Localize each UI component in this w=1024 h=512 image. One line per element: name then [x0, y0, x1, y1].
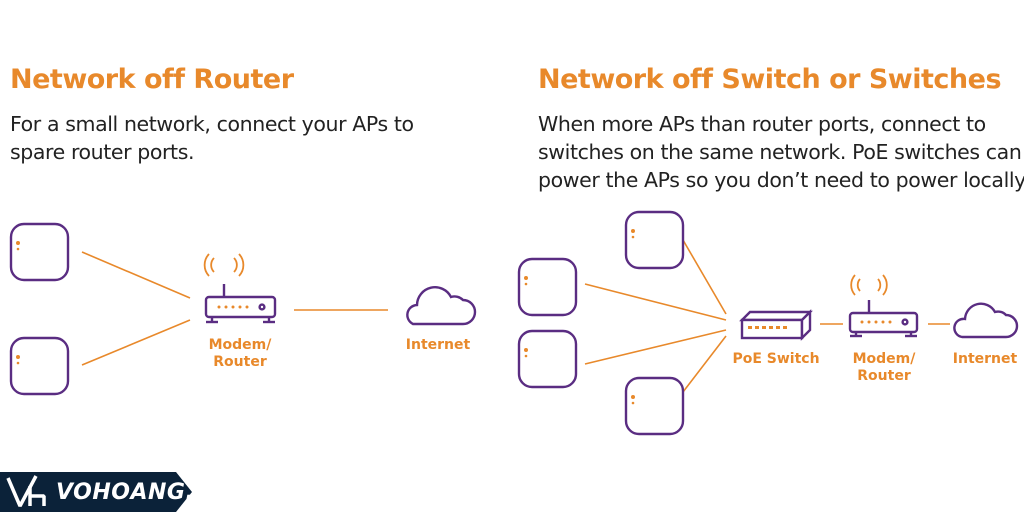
right-description: When more APs than router ports, connect…: [538, 110, 1024, 194]
router-icon: [848, 274, 919, 338]
left-router-label-line: Modem/: [208, 337, 272, 353]
right-description-line: power the APs so you don’t need to power…: [538, 168, 1024, 192]
left-router-label-line: Router: [213, 354, 267, 370]
right-router-label-line: Modem/: [852, 351, 916, 367]
right-description-line: When more APs than router ports, connect…: [538, 112, 986, 136]
router-icon: [203, 253, 277, 324]
right-description-line: switches on the same network. PoE switch…: [538, 140, 1022, 164]
poe-switch-icon: [739, 309, 813, 341]
right-router-label-line: Router: [857, 368, 911, 384]
connection-line: [81, 251, 191, 299]
connection-line: [682, 335, 727, 393]
connection-line: [81, 319, 191, 366]
poe-switch-label: PoE Switch: [732, 351, 820, 367]
access-point-icon: [517, 329, 578, 389]
right-title: Network off Switch or Switches: [538, 64, 1002, 95]
connection-line: [682, 239, 727, 315]
access-point-icon: [9, 222, 70, 282]
cloud-icon: [953, 302, 1019, 339]
left-description: For a small network, connect your APs to…: [10, 110, 414, 166]
right-internet-label: Internet: [952, 351, 1018, 367]
connection-line: [584, 283, 727, 321]
logo-text: VOHOANG.vn: [56, 480, 226, 505]
left-internet-label: Internet: [405, 337, 471, 353]
cloud-icon: [406, 286, 477, 326]
right-router-label: Modem/ Router: [844, 351, 924, 385]
access-point-icon: [517, 257, 578, 317]
access-point-icon: [624, 376, 685, 436]
left-description-line: spare router ports.: [10, 140, 195, 164]
left-title: Network off Router: [10, 64, 294, 95]
left-router-label: Modem/ Router: [200, 337, 280, 371]
connection-line: [584, 329, 727, 365]
access-point-icon: [624, 210, 685, 270]
logo-mark-icon: [6, 475, 46, 507]
access-point-icon: [9, 336, 70, 396]
left-description-line: For a small network, connect your APs to: [10, 112, 414, 136]
logo-badge: [0, 472, 192, 512]
